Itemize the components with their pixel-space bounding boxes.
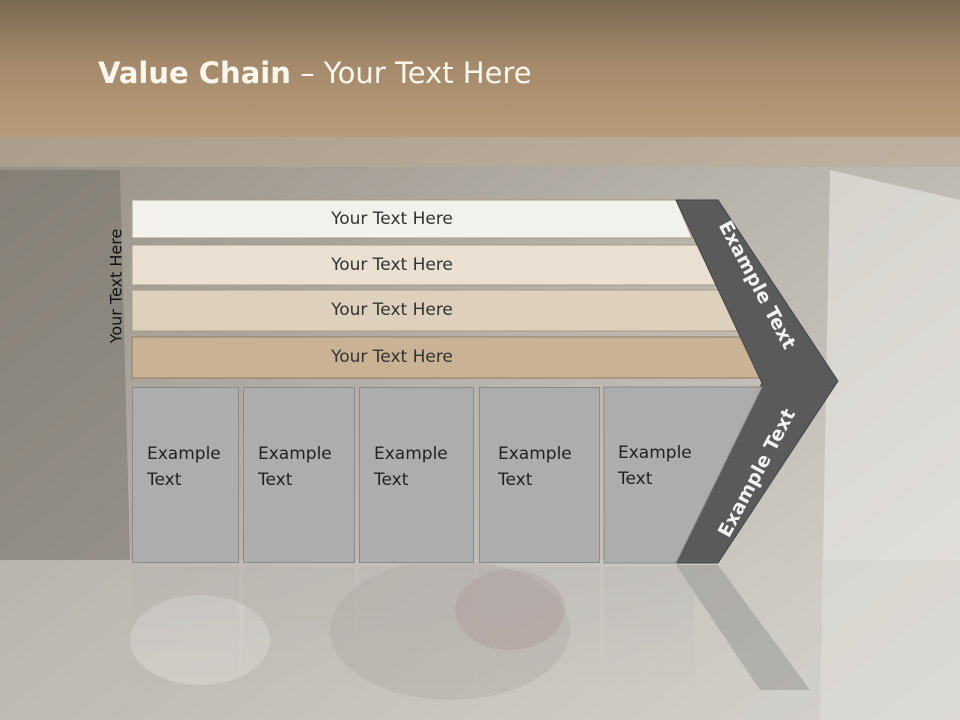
title-strip (0, 137, 960, 167)
bar-3-label: Your Text Here (331, 300, 453, 320)
bar-2-label: Your Text Here (331, 255, 453, 275)
slide-title: Value Chain – Your Text Here (98, 56, 532, 90)
title-bold: Value Chain (98, 56, 291, 90)
title-band (0, 0, 960, 137)
chevron-reflection (676, 565, 810, 690)
bar-4: Your Text Here (132, 338, 692, 376)
bar-1-label: Your Text Here (331, 209, 453, 229)
bar-4-label: Your Text Here (331, 347, 453, 367)
chevron-shape (675, 199, 839, 564)
columns-reflection (132, 567, 762, 687)
title-rest: – Your Text Here (290, 56, 532, 90)
bar-shape-1 (131, 199, 693, 239)
bar-3: Your Text Here (132, 291, 692, 329)
bar-2: Your Text Here (132, 246, 692, 284)
bar-1: Your Text Here (132, 200, 692, 238)
column-shape-5 (603, 386, 763, 564)
